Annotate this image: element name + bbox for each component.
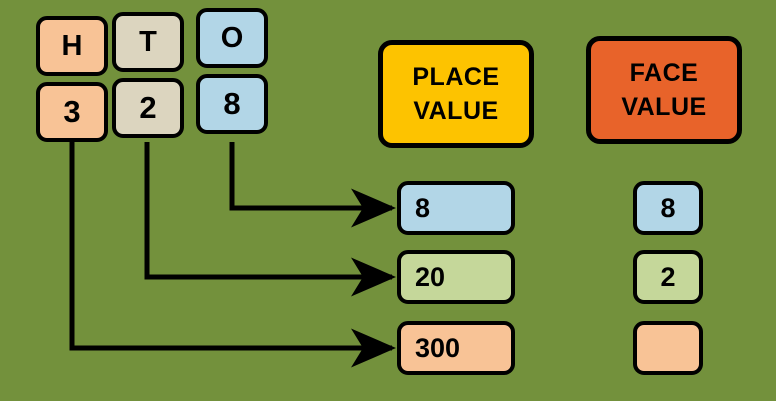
place-value-header-line1: PLACE [412, 63, 500, 92]
place-value-box-hundreds: 300 [397, 321, 515, 375]
column-header-ones: O [196, 8, 268, 68]
face-value-header-line1: FACE [629, 59, 699, 88]
place-value-box-tens: 20 [397, 250, 515, 304]
face-value-header: FACE VALUE [586, 36, 742, 144]
connector-ones [229, 142, 397, 228]
place-value-box-ones: 8 [397, 181, 515, 235]
connector-hundreds [69, 142, 397, 368]
digit-tens: 2 [112, 78, 184, 138]
face-value-box-tens: 2 [633, 250, 703, 304]
place-value-header: PLACE VALUE [378, 40, 534, 148]
column-header-hundreds: H [36, 16, 108, 76]
place-value-header-line2: VALUE [413, 96, 499, 125]
digit-ones: 8 [196, 74, 268, 134]
digit-hundreds: 3 [36, 82, 108, 142]
face-value-box-hundreds-blank [633, 321, 703, 375]
connector-tens [144, 142, 397, 297]
face-value-box-ones: 8 [633, 181, 703, 235]
face-value-header-line2: VALUE [621, 92, 707, 121]
column-header-tens: T [112, 12, 184, 72]
